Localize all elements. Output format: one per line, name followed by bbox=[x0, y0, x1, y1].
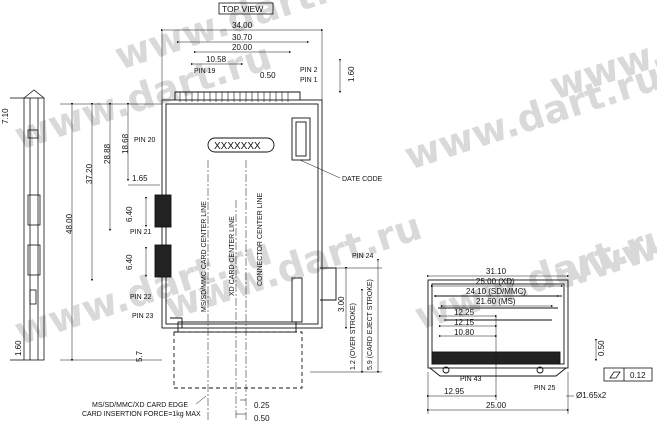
label-pin43: PIN 43 bbox=[460, 376, 482, 383]
dim-1-65: 1.65 bbox=[132, 174, 148, 183]
label-eject-stroke: 5.9 (CARD EJECT STROKE) bbox=[367, 279, 374, 370]
top-view-title: TOP VIEW bbox=[222, 4, 263, 14]
dim-10-80: 10.80 bbox=[454, 328, 475, 337]
side-profile-view bbox=[10, 89, 45, 361]
flatness-icon bbox=[609, 371, 621, 379]
dim-24-10: 24.10 (SD/MMC) bbox=[466, 287, 526, 296]
label-xd-center: XD CARD CENTER LINE bbox=[229, 216, 236, 296]
dim-0-50-bottom: 0.50 bbox=[254, 414, 270, 423]
label-conn-center: CONNECTOR CENTER LINE bbox=[257, 192, 264, 286]
dim-25-00-xd: 25.00 (XD) bbox=[476, 277, 515, 286]
bottom-dims bbox=[236, 399, 246, 415]
dim-31-10: 31.10 bbox=[486, 267, 507, 276]
dim-48-00: 48.00 bbox=[65, 213, 74, 234]
marking-text: XXXXXXX bbox=[214, 141, 261, 152]
dim-10-58: 10.58 bbox=[206, 55, 227, 64]
dim-7-10: 7.10 bbox=[1, 108, 10, 124]
dim-18-68: 18.68 bbox=[121, 133, 130, 154]
label-pin2: PIN 2 bbox=[300, 67, 318, 74]
dim-21-60: 21.60 (MS) bbox=[476, 297, 516, 306]
dim-37-20: 37.20 bbox=[85, 163, 94, 184]
marking-box: XXXXXXX bbox=[207, 137, 275, 153]
watermark-group: www.dart.ru www.dart.ru www.dart.ru www.… bbox=[9, 0, 657, 354]
stroke-dims bbox=[310, 258, 382, 374]
label-pin19: PIN 19 bbox=[194, 68, 216, 75]
flatness-tolerance: 0.12 bbox=[603, 367, 653, 382]
label-date-code: DATE CODE bbox=[342, 176, 383, 183]
dim-12-95: 12.95 bbox=[444, 387, 465, 396]
dim-25-00: 25.00 bbox=[486, 401, 507, 410]
dim-diameter: Ø1.65x2 bbox=[576, 391, 607, 400]
dim-20-00: 20.00 bbox=[232, 43, 253, 52]
tolerance-value: 0.12 bbox=[630, 371, 646, 380]
dim-3-00: 3.00 bbox=[337, 296, 346, 312]
dim-0-25: 0.25 bbox=[254, 401, 270, 410]
label-pin1: PIN 1 bbox=[300, 77, 318, 84]
dim-6-40-a: 6.40 bbox=[125, 206, 134, 222]
label-pin23: PIN 23 bbox=[132, 313, 154, 320]
dim-1-60-side: 1.60 bbox=[14, 340, 23, 356]
center-lines bbox=[207, 160, 247, 420]
top-dimension-lines bbox=[160, 28, 342, 94]
top-view-heading: TOP VIEW bbox=[218, 2, 274, 15]
dim-0-50-top: 0.50 bbox=[260, 71, 276, 80]
date-code-leader bbox=[299, 159, 341, 179]
label-pin22: PIN 22 bbox=[130, 294, 152, 301]
top-pin-row bbox=[179, 92, 289, 102]
dim-6-40-b: 6.40 bbox=[125, 254, 134, 270]
label-pin20: PIN 20 bbox=[134, 137, 156, 144]
dim-30-70: 30.70 bbox=[232, 33, 253, 42]
dim-12-25: 12.25 bbox=[454, 308, 475, 317]
dim-12-15: 12.15 bbox=[454, 318, 475, 327]
dim-5-7: 5.7 bbox=[135, 350, 144, 362]
label-pin25: PIN 25 bbox=[534, 385, 556, 392]
left-dimension-lines bbox=[60, 102, 162, 362]
label-over-stroke: 1.2 (OVER STROKE) bbox=[350, 303, 357, 370]
top-view-outline bbox=[154, 30, 337, 389]
dim-0-50-front: 0.50 bbox=[597, 340, 606, 356]
dim-1-60: 1.60 bbox=[347, 66, 356, 82]
label-ms-center: MS/SD/MMC CARD CENTER LINE bbox=[201, 201, 208, 312]
dim-34-00: 34.00 bbox=[232, 21, 253, 30]
label-pin21: PIN 21 bbox=[130, 229, 152, 236]
label-pin24: PIN 24 bbox=[352, 253, 374, 260]
front-dim-lines bbox=[426, 274, 598, 414]
label-card-edge: MS/SD/MMC/XD CARD EDGE bbox=[92, 402, 188, 409]
label-insertion-force: CARD INSERTION FORCE=1kg MAX bbox=[82, 411, 201, 418]
dim-28-88: 28.88 bbox=[103, 143, 112, 164]
